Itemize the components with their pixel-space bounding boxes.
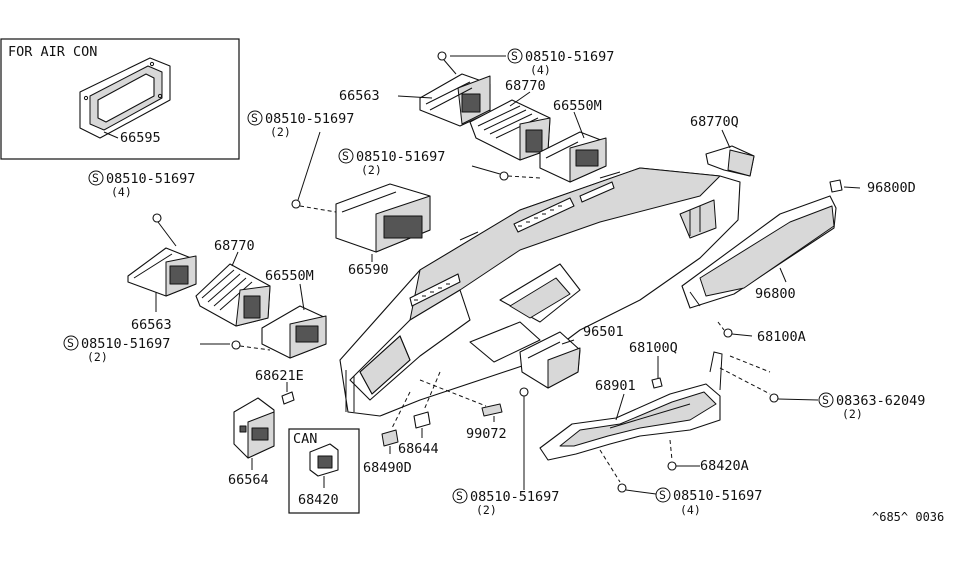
label-68644: 68644 [398, 441, 439, 457]
can-border [288, 428, 360, 514]
screw-symbol-5-text: S [67, 336, 74, 350]
screw-symbol-4 [88, 170, 104, 186]
screw-symbol-4-text: S [92, 171, 99, 185]
label-66563-left: 66563 [131, 317, 172, 333]
label-68420a: 68420A [700, 458, 749, 474]
part-68100q [651, 377, 663, 389]
inset-border [0, 38, 240, 160]
part-66563-left [127, 247, 197, 297]
part-68420 [309, 443, 339, 477]
screw-qty-2: (2) [270, 125, 291, 139]
part-68644 [413, 411, 431, 429]
label-66550m-top: 66550M [553, 98, 602, 114]
inset-title: FOR AIR CON [8, 44, 97, 60]
part-99072 [481, 403, 503, 417]
screw-symbol-3-text: S [342, 149, 349, 163]
diagram-reference: ^685^ 0036 [872, 510, 944, 524]
screw-symbol-5 [63, 335, 79, 351]
screw-qty-5: (2) [87, 350, 108, 364]
screw-symbol-3 [338, 148, 354, 164]
label-68100q: 68100Q [629, 340, 678, 356]
part-68770-left [195, 263, 271, 327]
screw-symbol-2-text: S [251, 111, 258, 125]
label-96501: 96501 [583, 324, 624, 340]
screw-part-6: 08363-62049 [836, 393, 925, 409]
part-66564 [233, 397, 275, 459]
screw-part-8: 08510-51697 [673, 488, 762, 504]
screw-symbol-7-text: S [456, 489, 463, 503]
screw-qty-4: (4) [111, 185, 132, 199]
label-66550m-left: 66550M [265, 268, 314, 284]
screw-part-1: 08510-51697 [525, 49, 614, 65]
part-96501 [519, 331, 581, 389]
screw-part-3: 08510-51697 [356, 149, 445, 165]
part-68621e [281, 391, 295, 405]
part-68770q [705, 145, 755, 177]
label-68100a: 68100A [757, 329, 806, 345]
label-68621e: 68621E [255, 368, 304, 384]
part-66550m-top [539, 131, 607, 183]
label-68901: 68901 [595, 378, 636, 394]
part-66550m-left [261, 305, 327, 359]
screw-mid-2 [291, 131, 337, 213]
screw-bottom-8 [599, 449, 657, 495]
screw-left-5 [200, 340, 271, 351]
instrument-panel [339, 167, 741, 417]
can-title: CAN [293, 431, 317, 447]
part-68901 [539, 351, 723, 461]
label-66590: 66590 [348, 262, 389, 278]
label-66564: 66564 [228, 472, 269, 488]
label-96800: 96800 [755, 286, 796, 302]
screw-symbol-2 [247, 110, 263, 126]
screw-part-5: 08510-51697 [81, 336, 170, 352]
label-68770q: 68770Q [690, 114, 739, 130]
screw-bottom-7 [519, 387, 529, 490]
screw-part-4: 08510-51697 [106, 171, 195, 187]
inset-can: CAN 68420 [288, 428, 360, 514]
screw-symbol-8 [655, 487, 671, 503]
screw-part-7: 08510-51697 [470, 489, 559, 505]
screw-top-1 [437, 51, 506, 75]
part-68490d [381, 429, 399, 447]
screw-symbol-1 [507, 48, 523, 64]
screw-qty-8: (4) [680, 503, 701, 517]
screw-right-6 [769, 393, 819, 403]
part-96800d [829, 179, 843, 193]
label-66563-top: 66563 [339, 88, 380, 104]
part-66590 [335, 183, 431, 253]
screw-mid-3 [471, 165, 541, 181]
screw-qty-1: (4) [530, 63, 551, 77]
screw-symbol-1-text: S [511, 49, 518, 63]
screw-68420a [667, 439, 700, 471]
screw-qty-3: (2) [361, 163, 382, 177]
label-66595: 66595 [120, 130, 161, 146]
screw-symbol-7 [452, 488, 468, 504]
label-99072: 99072 [466, 426, 507, 442]
part-66595-grille [79, 57, 171, 139]
screw-part-2: 08510-51697 [265, 111, 354, 127]
part-68770-top [469, 99, 551, 161]
screw-symbol-6-text: S [822, 393, 829, 407]
label-68420: 68420 [298, 492, 339, 508]
screw-qty-7: (2) [476, 503, 497, 517]
part-96800 [681, 195, 837, 309]
label-96800d: 96800D [867, 180, 916, 196]
screw-left-4 [152, 213, 177, 247]
part-66563-top [419, 73, 491, 127]
inset-for-air-con: FOR AIR CON 66595 [0, 38, 240, 160]
screw-symbol-6 [818, 392, 834, 408]
screw-qty-6: (2) [842, 407, 863, 421]
label-68770-left: 68770 [214, 238, 255, 254]
screw-68100a [717, 321, 753, 338]
screw-symbol-8-text: S [659, 488, 666, 502]
label-68770-top: 68770 [505, 78, 546, 94]
label-68490d: 68490D [363, 460, 412, 476]
